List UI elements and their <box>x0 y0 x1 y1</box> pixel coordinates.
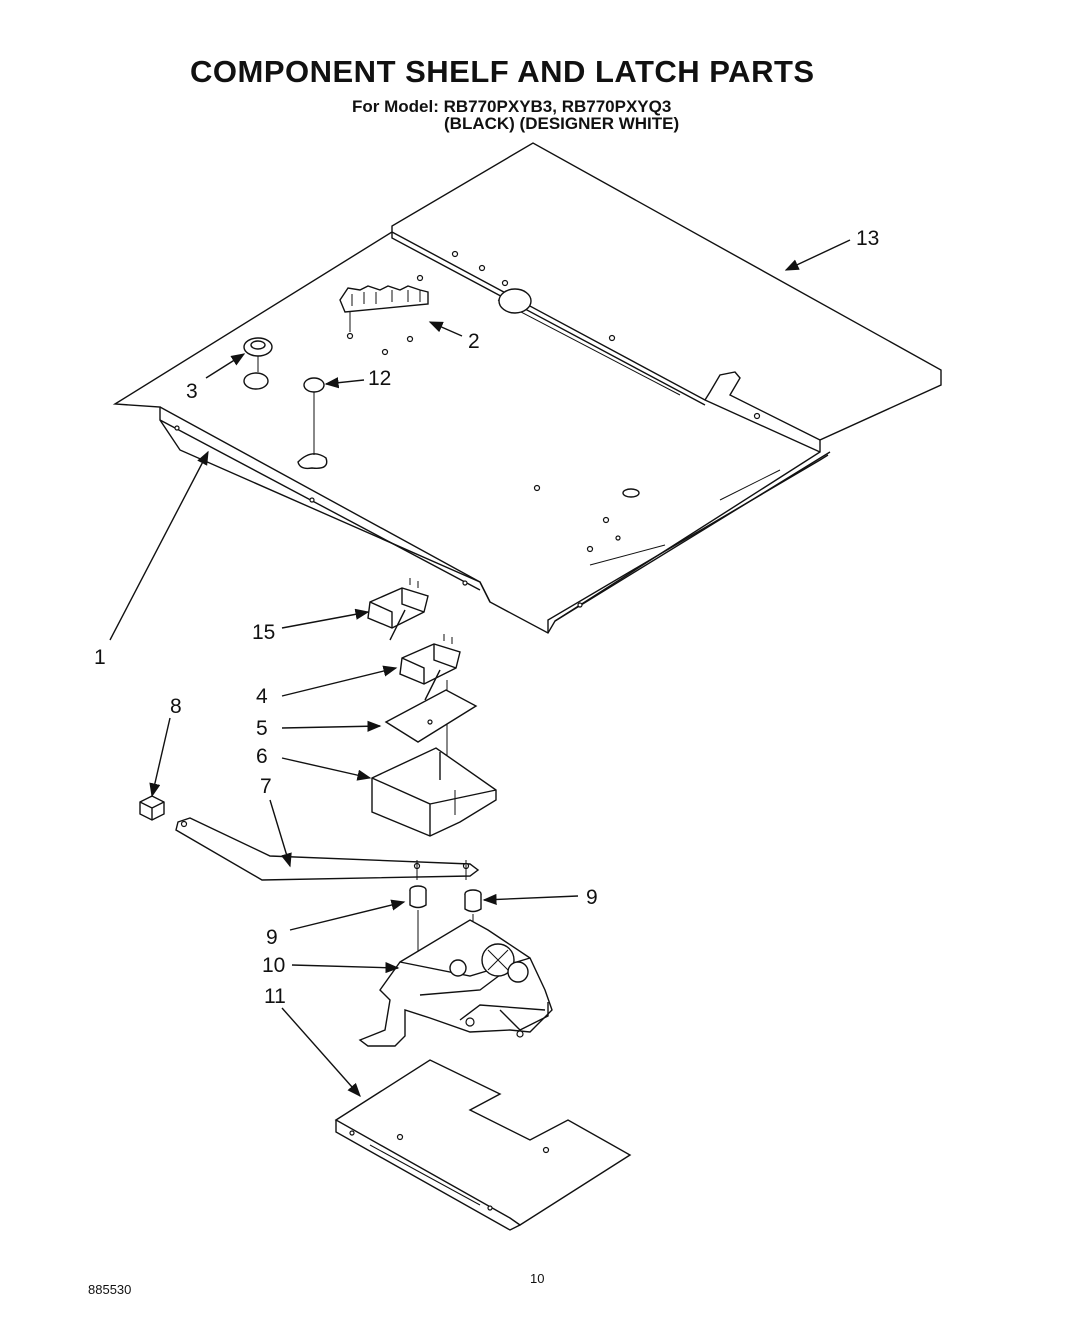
component-shelf <box>112 142 942 634</box>
callout-3: 3 <box>186 380 198 403</box>
callout-4: 4 <box>256 685 268 708</box>
callout-15: 15 <box>252 621 275 644</box>
nut <box>139 795 165 821</box>
callout-12: 12 <box>368 367 391 390</box>
terminal-block <box>339 285 429 340</box>
switch-bracket <box>371 747 497 837</box>
page-title: COMPONENT SHELF AND LATCH PARTS <box>190 54 815 89</box>
callout-11: 11 <box>264 985 286 1008</box>
grommet <box>243 337 273 372</box>
leader-lines <box>109 239 851 1098</box>
page-number: 10 <box>530 1271 545 1286</box>
color-line: (BLACK) (DESIGNER WHITE) <box>444 114 680 133</box>
plug-button <box>303 377 325 455</box>
callout-10: 10 <box>262 954 285 977</box>
callout-13: 13 <box>856 227 879 250</box>
callout-9-right: 9 <box>586 886 598 909</box>
insulator-plate <box>384 689 478 743</box>
latch-assembly <box>358 919 553 1047</box>
callout-9-left: 9 <box>266 926 278 949</box>
callout-7: 7 <box>260 775 272 798</box>
link-arm <box>175 817 480 881</box>
switch-upper <box>367 578 429 641</box>
callout-6: 6 <box>256 745 268 768</box>
callout-5: 5 <box>256 717 268 740</box>
model-line: For Model: RB770PXYB3, RB770PXYQ3 <box>352 97 672 116</box>
callout-8: 8 <box>170 695 182 718</box>
cover-plate <box>334 1059 632 1231</box>
callout-2: 2 <box>468 330 480 353</box>
callout-1: 1 <box>94 646 106 669</box>
document-number: 885530 <box>88 1282 132 1297</box>
